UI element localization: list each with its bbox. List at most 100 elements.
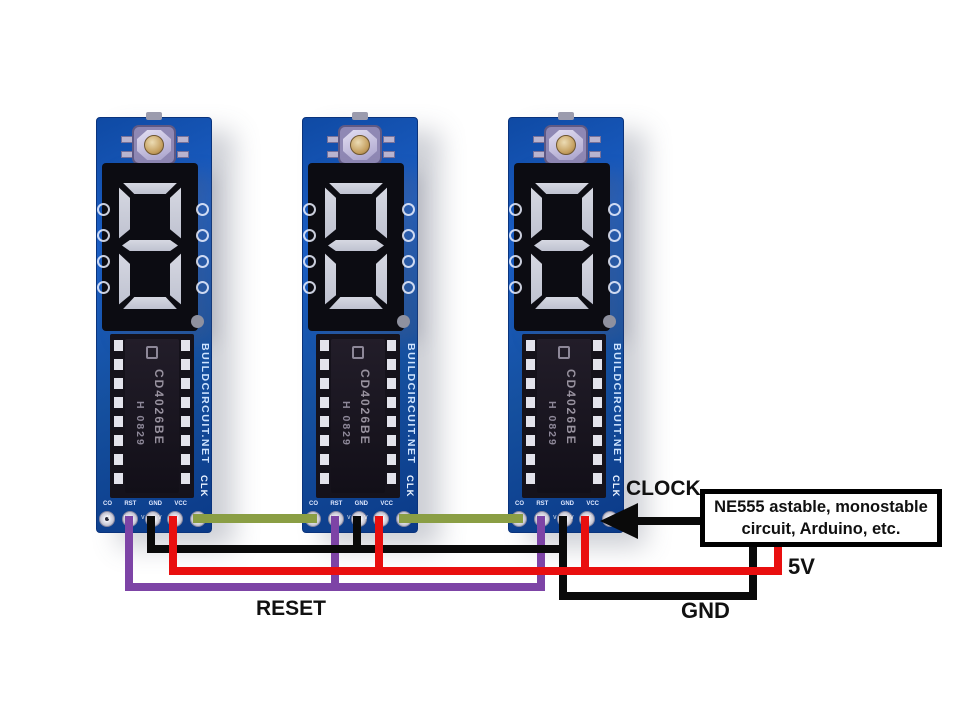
button-bracket [352,112,368,120]
button-leg [383,151,395,158]
button-leg [177,151,189,158]
silkscreen-rings-right [402,203,415,307]
segment-f [531,187,542,239]
reset-bus-wire [125,583,545,591]
v5-wire-board3 [581,516,589,575]
brand-silkscreen: BUILDCIRCUIT.NET [611,343,623,465]
silkscreen-rings-right [196,203,209,307]
cd4026-ic: CD4026BE H 0829 [125,339,179,493]
segment-b [582,187,593,239]
segment-e [325,253,336,305]
clock-arrow-icon [600,503,638,539]
segment-g [328,240,384,251]
button-bracket [146,112,162,120]
digit-zero [325,183,410,328]
reset-label: RESET [256,597,327,620]
pin-label-co: CO [309,501,318,507]
silkscreen-rings-right [608,203,621,307]
button-leg [589,151,601,158]
segment-g [534,240,590,251]
ic-date-code: H 0829 [546,401,558,447]
segment-a [535,183,589,194]
clock-source-box: NE555 astable, monostable circuit, Ardui… [700,489,942,547]
button-plunger [144,135,164,155]
pin-label-co: CO [515,501,524,507]
decimal-point [397,315,410,328]
pin-label-vcc: VCC [586,501,599,507]
segment-c [582,253,593,305]
gnd-wire-board1 [147,516,155,553]
segment-f [325,187,336,239]
seven-segment-display [514,163,616,331]
segment-e [119,253,130,305]
socket-pins-right [387,340,396,492]
silkscreen-rings-left [97,203,110,307]
ic-maker-logo-icon [146,346,158,359]
button-leg [383,136,395,143]
pin-label-rst: RST [330,501,343,507]
ic-part-number: CD4026BE [358,369,372,446]
clock-source-line2: circuit, Arduino, etc. [741,520,901,538]
socket-pins-left [526,340,535,492]
seven-segment-display [308,163,410,331]
clk-pin-label: CLK [610,475,621,498]
button-leg [589,136,601,143]
digit-zero [531,183,616,328]
decimal-point [191,315,204,328]
pin-labels-row: CO RST GND VCC [515,501,599,507]
digit-zero [119,183,204,328]
cd4026-ic: CD4026BE H 0829 [331,339,385,493]
clock-chain-wire-1 [193,514,317,523]
ic-part-number: CD4026BE [152,369,166,446]
pin-label-co: CO [103,501,112,507]
cd4026-ic: CD4026BE H 0829 [537,339,591,493]
clk-pin-label: CLK [404,475,415,498]
pin-labels-row: CO RST GND VCC [309,501,393,507]
gnd-wire-board2 [353,516,361,553]
brand-silkscreen: BUILDCIRCUIT.NET [199,343,211,465]
v5-wire-board1 [169,516,177,575]
ic-socket: CD4026BE H 0829 [522,334,606,498]
segment-b [170,187,181,239]
segment-a [123,183,177,194]
clock-source-line1: NE555 astable, monostable [714,497,928,516]
pin-label-rst: RST [124,501,137,507]
silkscreen-rings-left [303,203,316,307]
segment-d [329,297,383,309]
silkscreen-rings-left [509,203,522,307]
button-plunger [556,135,576,155]
clock-chain-wire-2 [399,514,523,523]
segment-d [123,297,177,309]
gnd-bus-wire [147,545,563,553]
clock-label: CLOCK [626,477,701,500]
pin-label-gnd: GND [354,501,368,507]
seven-segment-display [102,163,204,331]
ic-socket: CD4026BE H 0829 [110,334,194,498]
button-plunger [350,135,370,155]
pin-label-vcc: VCC [174,501,187,507]
segment-c [170,253,181,305]
segment-f [119,187,130,239]
reset-wire-board2 [331,516,339,591]
pin-label-vcc: VCC [380,501,393,507]
segment-b [376,187,387,239]
reset-pushbutton [132,125,176,165]
counter-module-3: CD4026BE H 0829 BUILDCIRCUIT.NET CLK CO … [508,112,624,533]
v5-wire-board2 [375,516,383,575]
gnd-return-wire [559,592,757,600]
segment-g [122,240,178,251]
segment-a [329,183,383,194]
socket-pins-right [181,340,190,492]
pin-label-rst: RST [536,501,549,507]
reset-wire-board3 [537,516,545,591]
socket-pins-left [320,340,329,492]
reset-pushbutton [544,125,588,165]
ic-date-code: H 0829 [340,401,352,447]
socket-pins-left [114,340,123,492]
clock-arrow-shaft [634,517,704,525]
v5-bus-wire [169,567,782,575]
pin-label-gnd: GND [148,501,162,507]
v5-riser-to-box [774,545,782,575]
ic-part-number: CD4026BE [564,369,578,446]
